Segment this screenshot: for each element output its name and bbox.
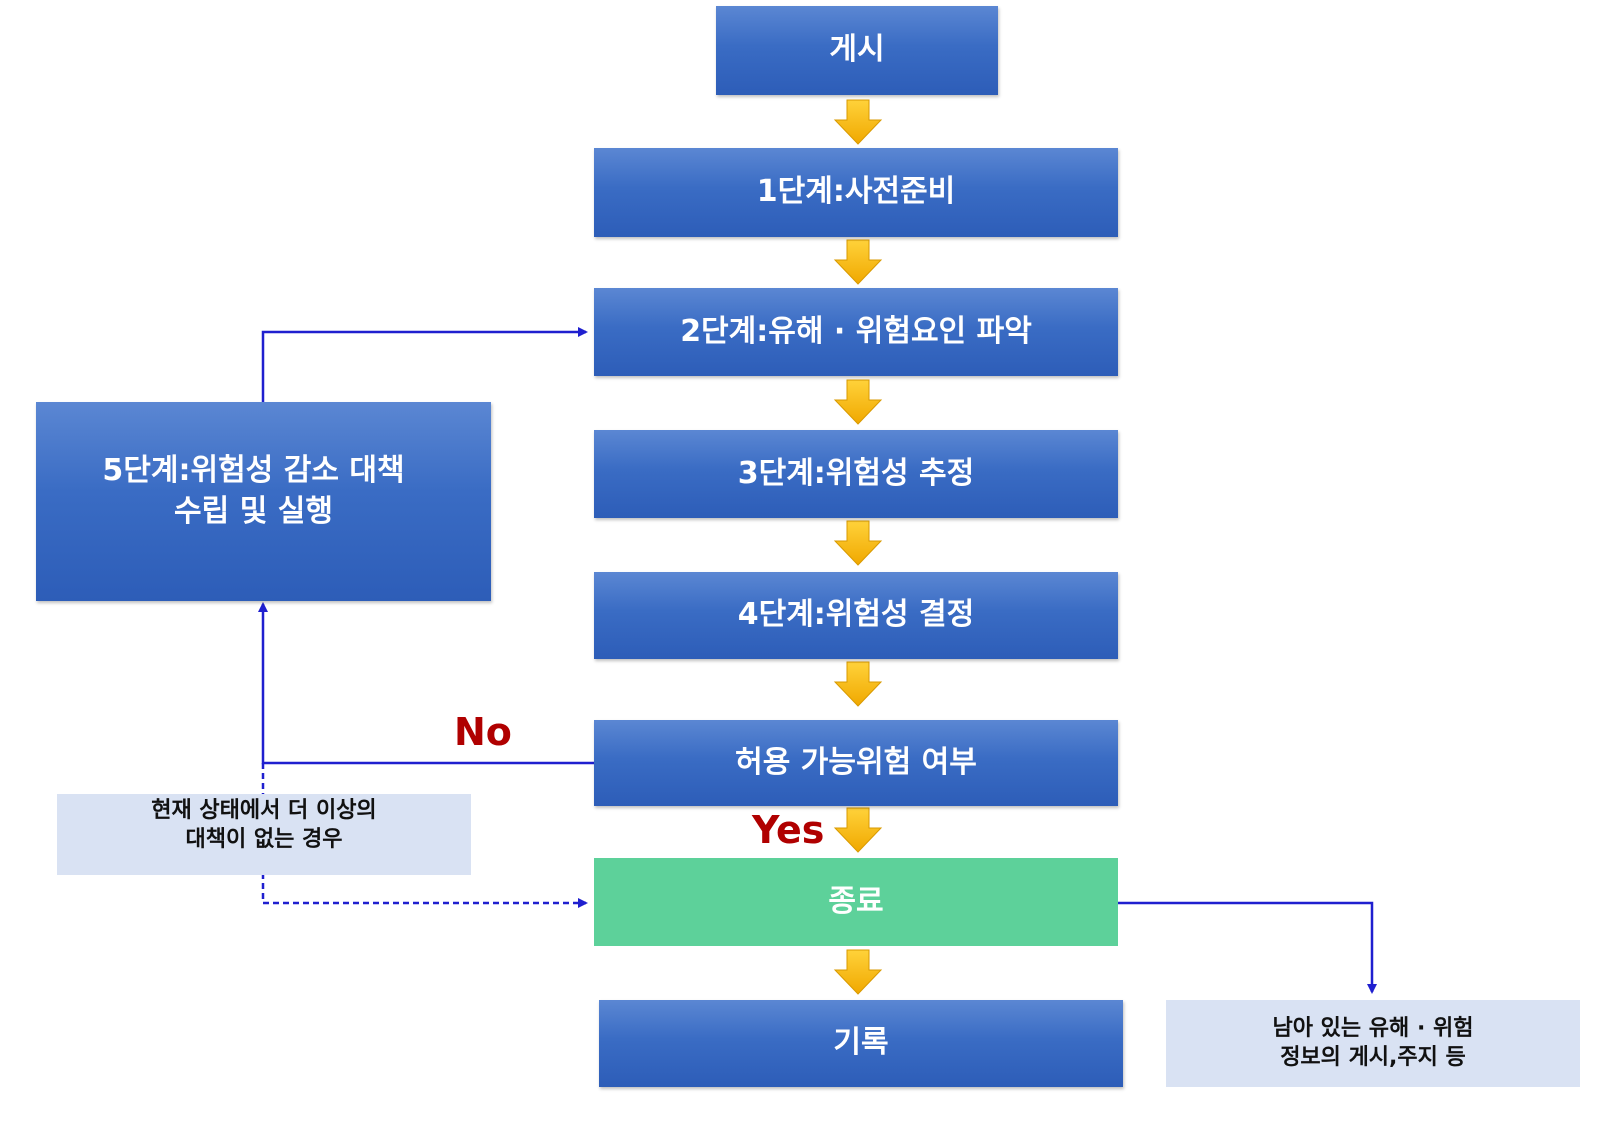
step3-box: 3단계:위험성 추정 bbox=[594, 430, 1118, 518]
down-arrow-post-step1 bbox=[833, 99, 883, 145]
down-arrow-decision-end bbox=[833, 807, 883, 853]
decision-box: 허용 가능위험 여부 bbox=[594, 720, 1118, 806]
down-arrow-step4-decision bbox=[833, 661, 883, 707]
residual-info-note: 남아 있는 유해 · 위험 정보의 게시,주지 등 bbox=[1166, 1000, 1580, 1087]
step1-box: 1단계:사전준비 bbox=[594, 148, 1118, 237]
no-more-measures-note: 현재 상태에서 더 이상의 대책이 없는 경우 bbox=[57, 794, 471, 875]
no-branch-connector bbox=[258, 602, 594, 765]
record-box: 기록 bbox=[599, 1000, 1123, 1087]
post-box: 게시 bbox=[716, 6, 998, 95]
end-box: 종료 bbox=[594, 858, 1118, 946]
down-arrow-end-record bbox=[833, 949, 883, 995]
yes-label: Yes bbox=[752, 808, 825, 852]
dashed-exit-connector bbox=[261, 763, 588, 908]
down-arrow-step3-step4 bbox=[833, 520, 883, 566]
residual-info-connector bbox=[1118, 901, 1377, 994]
step2-box: 2단계:유해 · 위험요인 파악 bbox=[594, 288, 1118, 376]
no-label: No bbox=[454, 710, 512, 754]
down-arrow-step1-step2 bbox=[833, 239, 883, 285]
step5-box: 5단계:위험성 감소 대책 수립 및 실행 bbox=[36, 402, 491, 601]
step4-box: 4단계:위험성 결정 bbox=[594, 572, 1118, 659]
loop-back-connector bbox=[261, 327, 588, 402]
down-arrow-step2-step3 bbox=[833, 379, 883, 425]
